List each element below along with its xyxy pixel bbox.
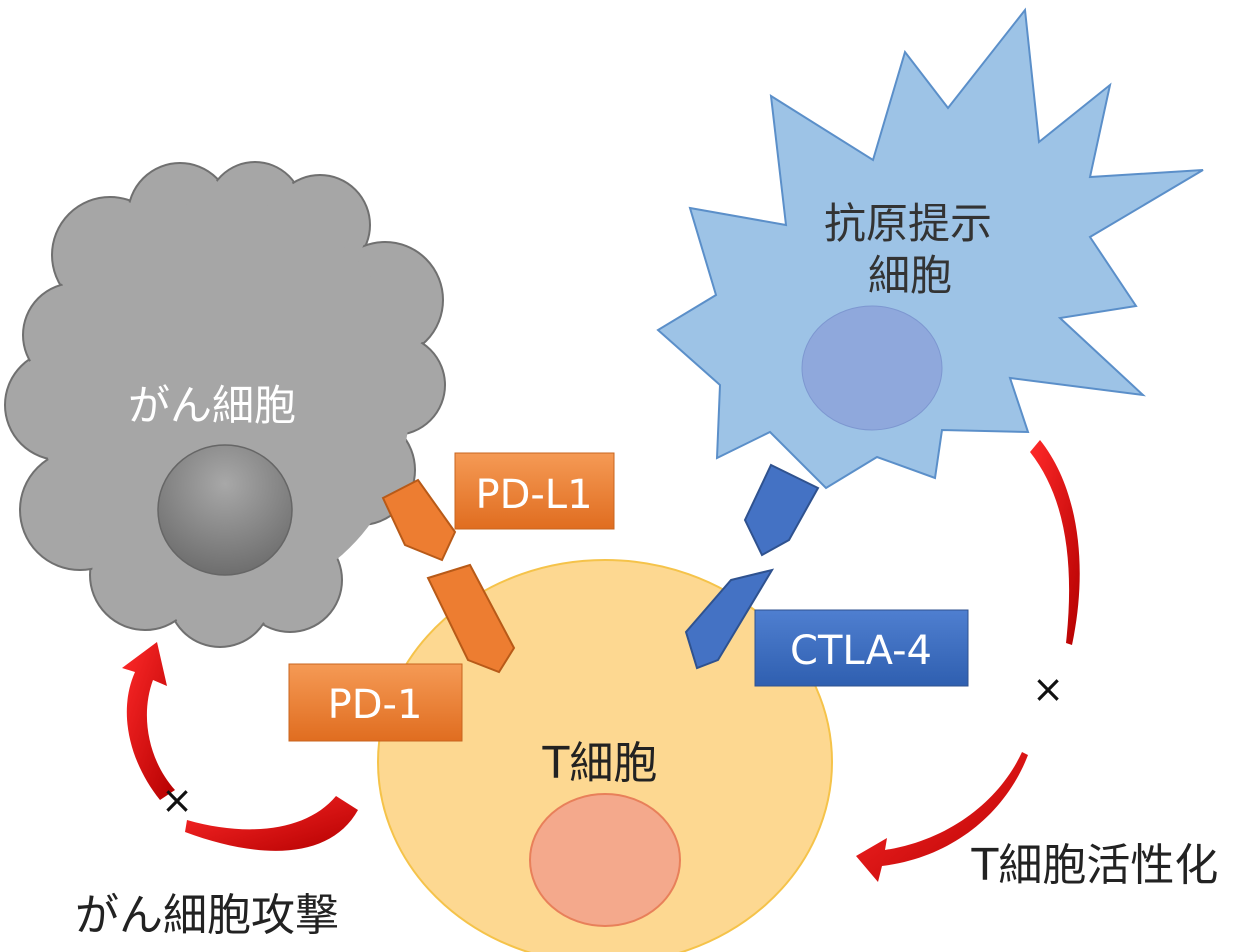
tcell-activation-arrow-lower bbox=[856, 752, 1028, 882]
pd-l1-label: PD-L1 bbox=[475, 472, 592, 518]
ctla-4-receptor bbox=[684, 568, 775, 670]
pd-1-receptor bbox=[426, 563, 516, 674]
cancer-attack-label: がん細胞攻撃 bbox=[75, 890, 339, 941]
ctla-4-label: CTLA-4 bbox=[790, 628, 932, 674]
antigen-presenting-cell: 抗原提示 細胞 bbox=[656, 7, 1204, 490]
apc-body bbox=[656, 7, 1204, 490]
tcell-activation-blocked-mark: × bbox=[1032, 667, 1064, 711]
t-cell-nucleus bbox=[529, 793, 681, 927]
pd-1-label-box: PD-1 bbox=[288, 663, 463, 742]
cancer-attack-arrow-upper bbox=[122, 642, 175, 800]
tcell-activation-label: T細胞活性化 bbox=[971, 840, 1219, 891]
cancer-cell: がん細胞 bbox=[4, 161, 446, 648]
pd-1-label: PD-1 bbox=[328, 682, 423, 728]
apc-label-line2: 細胞 bbox=[868, 251, 952, 300]
t-cell-label: T細胞 bbox=[542, 738, 658, 789]
cancer-attack-arrow-lower bbox=[185, 796, 358, 851]
apc-b7-ligand bbox=[743, 463, 820, 557]
cancer-attack-arrow: × bbox=[122, 642, 358, 851]
cancer-attack-blocked-mark: × bbox=[161, 778, 193, 822]
pd-l1-receptor bbox=[381, 478, 457, 562]
ctla-4-label-box: CTLA-4 bbox=[754, 609, 969, 687]
cancer-cell-label: がん細胞 bbox=[128, 381, 296, 430]
tcell-activation-arrow-upper bbox=[1030, 440, 1080, 645]
apc-label-line1: 抗原提示 bbox=[824, 199, 992, 248]
pd-l1-label-box: PD-L1 bbox=[454, 452, 615, 530]
apc-nucleus bbox=[801, 305, 943, 431]
cancer-cell-nucleus bbox=[157, 444, 293, 576]
tcell-activation-arrow: × bbox=[856, 440, 1080, 882]
